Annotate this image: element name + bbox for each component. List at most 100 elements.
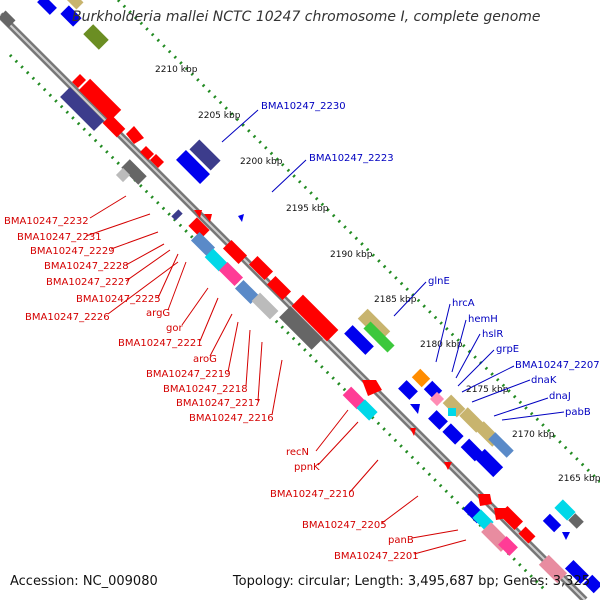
leader-lines-blue — [221, 109, 565, 421]
gene-feature — [291, 294, 339, 342]
gene-feature — [568, 513, 584, 529]
topology-text: Topology: circular; Length: 3,495,687 bp… — [232, 574, 590, 589]
gene-label: BMA10247_2205 — [302, 520, 387, 531]
gene-feature — [66, 0, 84, 10]
gene-label: BMA10247_2201 — [334, 551, 419, 562]
gene-arrow — [410, 404, 420, 414]
gene-arrow — [126, 126, 144, 144]
gene-feature — [234, 279, 260, 305]
gene-feature — [460, 438, 484, 462]
gene-label: grpE — [496, 344, 519, 355]
tick-label: 2205 kbp — [198, 111, 241, 121]
gene-feature — [498, 536, 518, 556]
gene-label: BMA10247_2230 — [261, 101, 346, 112]
gene-label: BMA10247_2217 — [176, 398, 261, 409]
gene-label: dnaJ — [549, 391, 571, 402]
gene-label: aroG — [193, 354, 217, 365]
gene-feature — [121, 159, 147, 185]
gene-label: BMA10247_2226 — [25, 312, 110, 323]
gene-label: argG — [146, 308, 170, 319]
gene-label: BMA10247_2218 — [163, 384, 248, 395]
gene-arrow — [140, 146, 154, 160]
gene-feature — [518, 526, 536, 544]
gene-feature — [356, 399, 378, 421]
gene-feature — [0, 10, 16, 28]
gene-label: BMA10247_2219 — [146, 369, 231, 380]
gene-label: BMA10247_2229 — [30, 246, 115, 257]
gene-feature — [171, 209, 183, 221]
map-title: Burkholderia mallei NCTC 10247 chromosom… — [72, 9, 541, 25]
gene-arrow — [562, 532, 570, 540]
tick-label: 2210 kbp — [155, 65, 198, 75]
gene-feature — [538, 554, 568, 584]
gene-feature — [37, 0, 57, 15]
gene-feature — [190, 231, 216, 257]
gene-feature — [266, 275, 292, 301]
gene-arrow — [150, 154, 164, 168]
gene-label: panB — [388, 535, 414, 546]
gene-label: dnaK — [531, 375, 557, 386]
tick-label: 2190 kbp — [330, 250, 373, 260]
gene-feature — [218, 261, 244, 287]
leader-lines-red — [85, 195, 467, 555]
gene-feature — [176, 150, 210, 184]
gene-label: BMA10247_2210 — [270, 489, 355, 500]
gene-label: hslR — [482, 329, 503, 340]
gene-feature — [60, 87, 104, 131]
gene-feature — [459, 407, 485, 433]
gene-feature — [428, 410, 448, 430]
gene-label: BMA10247_2221 — [118, 338, 203, 349]
gene-arrow — [238, 214, 244, 222]
gene-feature — [474, 448, 504, 478]
gene-feature — [189, 139, 221, 171]
gene-label: BMA10247_2232 — [4, 216, 89, 227]
gene-feature — [583, 574, 600, 594]
gene-feature — [554, 499, 576, 521]
tick-label: 2170 kbp — [512, 430, 555, 440]
gene-label: glnE — [428, 276, 450, 287]
gene-label: hrcA — [452, 298, 475, 309]
gene-feature — [78, 78, 122, 122]
gene-feature — [442, 394, 466, 418]
gene-feature — [279, 306, 323, 350]
gene-label: BMA10247_2216 — [189, 413, 274, 424]
tick-label: 2180 kbp — [420, 340, 463, 350]
gene-label: BMA10247_2228 — [44, 261, 129, 272]
gene-feature — [188, 217, 210, 239]
gene-arrow — [444, 462, 452, 470]
gene-arrow — [204, 214, 212, 222]
gene-feature — [344, 325, 374, 355]
gene-label: BMA10247_2227 — [46, 277, 131, 288]
gene-feature — [342, 386, 366, 410]
gene-arrow — [72, 74, 86, 88]
tick-label: 2195 kbp — [286, 204, 329, 214]
gene-arrow — [410, 428, 416, 436]
gene-feature — [429, 391, 445, 407]
tick-label: 2165 kbp — [558, 474, 600, 484]
gene-arrow — [362, 380, 382, 396]
gene-label: BMA10247_2225 — [76, 294, 161, 305]
gene-feature — [542, 513, 562, 533]
gene-arrow — [194, 210, 202, 218]
gene-feature — [488, 432, 514, 458]
gene-label: recN — [286, 447, 309, 458]
gene-label: ppnK — [294, 462, 320, 473]
gene-label: hemH — [468, 314, 498, 325]
gene-feature — [442, 423, 464, 445]
gene-label: pabB — [565, 407, 591, 418]
tick-label: 2175 kbp — [466, 385, 509, 395]
gene-feature — [204, 248, 228, 272]
gene-feature — [222, 239, 248, 265]
gene-label: BMA10247_2207 — [515, 360, 600, 371]
gene-label: BMA10247_2223 — [309, 153, 394, 164]
gene-feature — [564, 559, 590, 585]
tick-label: 2200 kbp — [240, 157, 283, 167]
gene-feature — [102, 114, 126, 138]
gene-feature — [60, 5, 82, 27]
gene-feature — [248, 255, 274, 281]
accession-text: Accession: NC_009080 — [10, 574, 158, 589]
tick-track-outer — [116, 0, 600, 484]
tick-label: 2185 kbp — [374, 295, 417, 305]
gene-feature — [411, 368, 431, 388]
